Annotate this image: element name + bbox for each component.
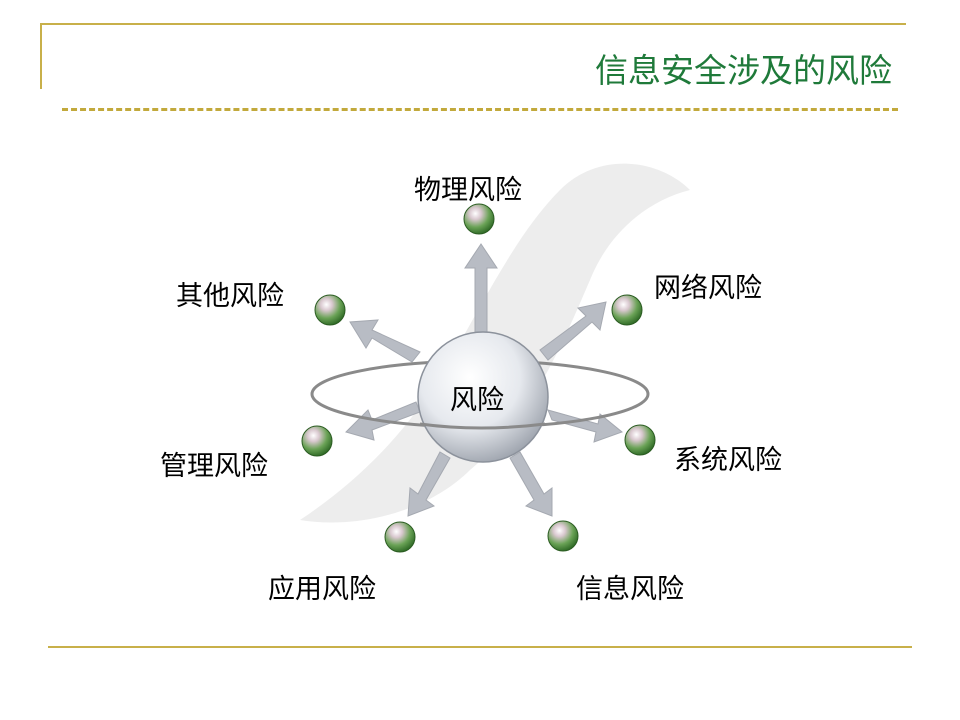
node-management — [301, 425, 333, 457]
label-application: 应用风险 — [268, 574, 376, 605]
center-label: 风险 — [450, 385, 504, 416]
label-info: 信息风险 — [576, 574, 684, 605]
label-management: 管理风险 — [160, 451, 268, 482]
node-info — [547, 520, 579, 552]
arrow-application — [407, 451, 451, 517]
bottom-divider — [48, 646, 912, 648]
label-network: 网络风险 — [654, 273, 762, 304]
arrow-info — [509, 451, 553, 517]
frame-left-line — [40, 23, 42, 89]
arrow-other — [349, 319, 421, 363]
node-application — [384, 521, 416, 553]
frame-top-line — [40, 23, 906, 25]
label-other: 其他风险 — [176, 281, 284, 312]
slide-title: 信息安全涉及的风险 — [595, 51, 892, 90]
node-spheres — [301, 203, 656, 553]
label-system: 系统风险 — [674, 445, 782, 476]
node-other — [314, 294, 346, 326]
arrow-network — [539, 301, 607, 361]
arrow-physical — [464, 243, 498, 343]
label-physical: 物理风险 — [414, 175, 522, 206]
node-physical — [463, 203, 495, 235]
node-system — [624, 424, 656, 456]
center-sphere — [417, 331, 549, 463]
node-network — [611, 294, 643, 326]
dashed-divider — [62, 108, 898, 111]
